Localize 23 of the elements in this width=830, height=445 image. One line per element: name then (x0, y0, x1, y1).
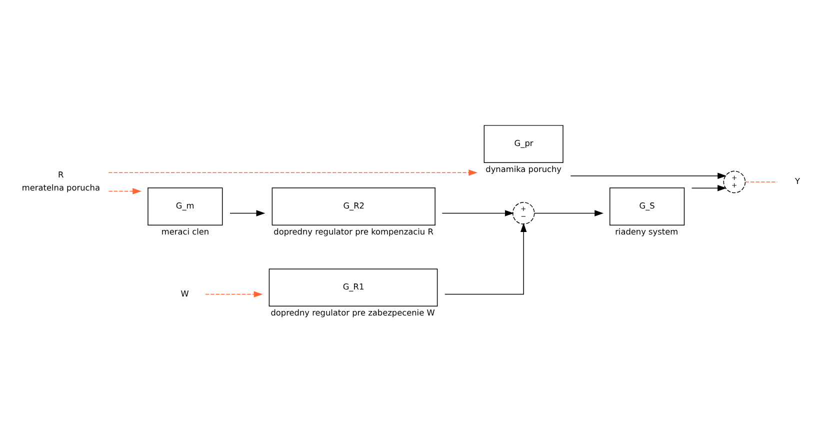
node-label: dopredny regulator pre zabezpecenie W (270, 308, 435, 318)
arrow (691, 184, 726, 192)
node-label: meraci clen (161, 226, 210, 237)
node-box: G_pr (484, 125, 564, 163)
node-label: riadeny system (615, 226, 678, 237)
node-label: dynamika poruchy (486, 164, 562, 174)
arrow (230, 210, 266, 216)
node-box: G_R2 (272, 188, 436, 226)
arrow (205, 291, 263, 298)
arrow (108, 188, 142, 194)
node-label: dopredny regulator pre kompenzaciu R (274, 226, 434, 237)
node-text: W (180, 288, 189, 298)
node-label: meratelna porucha (22, 182, 100, 193)
node-box: G_S (610, 188, 685, 226)
node-box: G_R1 (268, 268, 438, 307)
arrow (444, 223, 527, 295)
arrow (570, 172, 727, 179)
node-box: G_m (148, 188, 223, 226)
arrow (534, 210, 604, 216)
node-text: Y (795, 176, 800, 186)
node-text: R (58, 169, 64, 180)
arrow (442, 210, 514, 216)
arrow (108, 170, 478, 176)
